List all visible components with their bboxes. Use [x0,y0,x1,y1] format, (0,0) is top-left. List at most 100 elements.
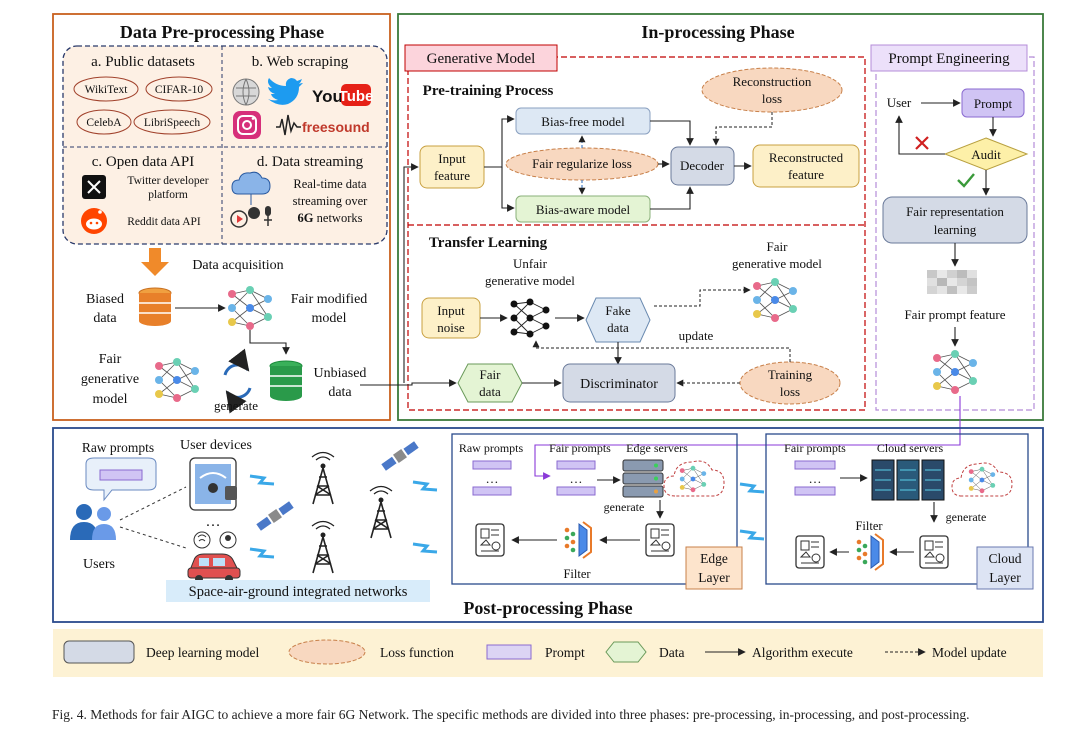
data-streaming-title: d. Data streaming [257,154,364,170]
speech-bubble-icon [85,457,157,502]
cloud-fair-prompts-label: Fair prompts [784,441,846,455]
fair-generative-model-label: generative [81,372,139,387]
transfer-learning-title: Transfer Learning [429,235,548,251]
users-label: Users [83,557,115,572]
reconstructed-feature-box [752,144,860,188]
input-branch-arrows [484,115,515,168]
content-card-icon [795,535,825,569]
unfair-model-label: generative model [485,273,575,288]
cloud-filter-label: Filter [855,519,883,533]
fake-data-hexagon [585,297,651,343]
discriminator-box [562,363,676,403]
dataset-celeba [76,109,132,135]
filter-icon [855,533,884,571]
figure-caption: Fig. 4. Methods for fair AIGC to achieve… [52,707,970,722]
feature-mosaic-icon [927,270,977,294]
users-icon [70,504,116,540]
dataset-label: LibriSpeech [144,117,200,129]
freesound-icon: freesound [276,114,370,136]
neural-net-icon [510,298,550,338]
lightning-icon [411,542,439,554]
legend-prompt-swatch [486,644,532,660]
legend-deep-label: Deep learning model [146,645,259,660]
sagin-label-bg [166,580,430,602]
prompt-ellipsis: … [809,471,822,486]
instagram-icon [233,111,261,139]
device-ellipsis: … [206,514,221,530]
cloud-layer-label: Layer [989,570,1021,585]
prompt-label: Prompt [974,96,1013,111]
stream-text-6g: 6G networks [298,211,363,225]
unbiased-data-label: data [328,385,352,400]
dataset-wikitext [73,76,139,102]
input-feature-label: feature [434,168,470,183]
legend-algo-label: Algorithm execute [752,645,853,660]
prompt-engineering-label: Prompt Engineering [888,51,1010,67]
biased-data-label: data [93,311,117,326]
tower-icon [369,485,393,539]
user-devices-label: User devices [180,438,252,453]
bias-aware-model-label: Bias-aware model [536,202,631,217]
cross-icon [915,136,929,150]
twitter-icon [268,78,303,105]
dataset-librispeech [133,109,211,135]
pre-to-in-arrow [403,163,419,383]
open-api-title: c. Open data API [92,154,194,170]
acquisition-arrow [141,248,169,276]
in-title: In-processing Phase [641,22,794,42]
stream-text: Real-time data [293,177,367,191]
youtube-icon: You Tube [312,84,373,106]
edge-layer-box [451,433,738,585]
svg-text:You: You [312,87,343,106]
legend-loss-swatch [288,639,366,665]
server-icon [871,459,945,501]
unbiased-to-fair-data-arrow [360,379,457,387]
satellite-icon [256,501,294,531]
prompt-ellipsis: … [486,471,499,486]
lightning-icon [411,480,439,492]
input-noise-label: noise [437,320,465,335]
phone-icon [189,457,237,511]
api-twitter-label: Twitter developer [127,175,208,187]
generate-label: generate [214,398,258,413]
post-title: Post-processing Phase [463,598,632,618]
data-acquisition-label: Data acquisition [192,258,283,273]
fair-generative-model-label: Fair [99,352,122,367]
fair-model-label: Fair [767,239,789,254]
bias-free-model-label: Bias-free model [541,114,625,129]
tower-icon [311,451,335,505]
cycle-arrows-icon [223,348,252,414]
legend-update-label: Model update [932,645,1007,660]
legend-deep-swatch [63,640,135,664]
edge-layer-label: Edge [700,551,728,566]
edge-filter-label: Filter [563,567,591,581]
wireless-device-icon [193,531,237,549]
neural-net-icon [932,349,978,395]
prompt-bar [472,486,512,496]
cloud-layer-box [765,433,1029,585]
raw-prompts-label: Raw prompts [82,440,154,455]
dataset-cifar [145,76,213,102]
svg-text:Tube: Tube [339,88,374,105]
discriminator-label: Discriminator [580,377,658,392]
prompt-bar [556,460,596,470]
fake-data-label: Fake [605,303,631,318]
content-card-icon [645,523,675,557]
fair-generative-model-label: model [93,392,128,407]
check-icon [957,173,975,188]
fair-data-label: Fair [480,367,502,382]
prompt-bar [794,460,836,470]
unbiased-data-label: Unbiased [314,366,367,381]
web-scraping-title: b. Web scraping [252,54,349,70]
lightning-icon [738,482,766,494]
update-label: update [679,328,714,343]
lightning-icon [248,474,276,486]
fake-data-label: data [607,320,629,335]
decoder-label: Decoder [680,158,725,173]
post-processing-panel [52,427,1044,623]
content-card-icon [919,535,949,569]
legend-data-label: Data [659,645,684,660]
fair-data-label: data [479,384,501,399]
reconstruction-loss-label: loss [762,91,782,106]
api-twitter-label: platform [148,189,188,201]
